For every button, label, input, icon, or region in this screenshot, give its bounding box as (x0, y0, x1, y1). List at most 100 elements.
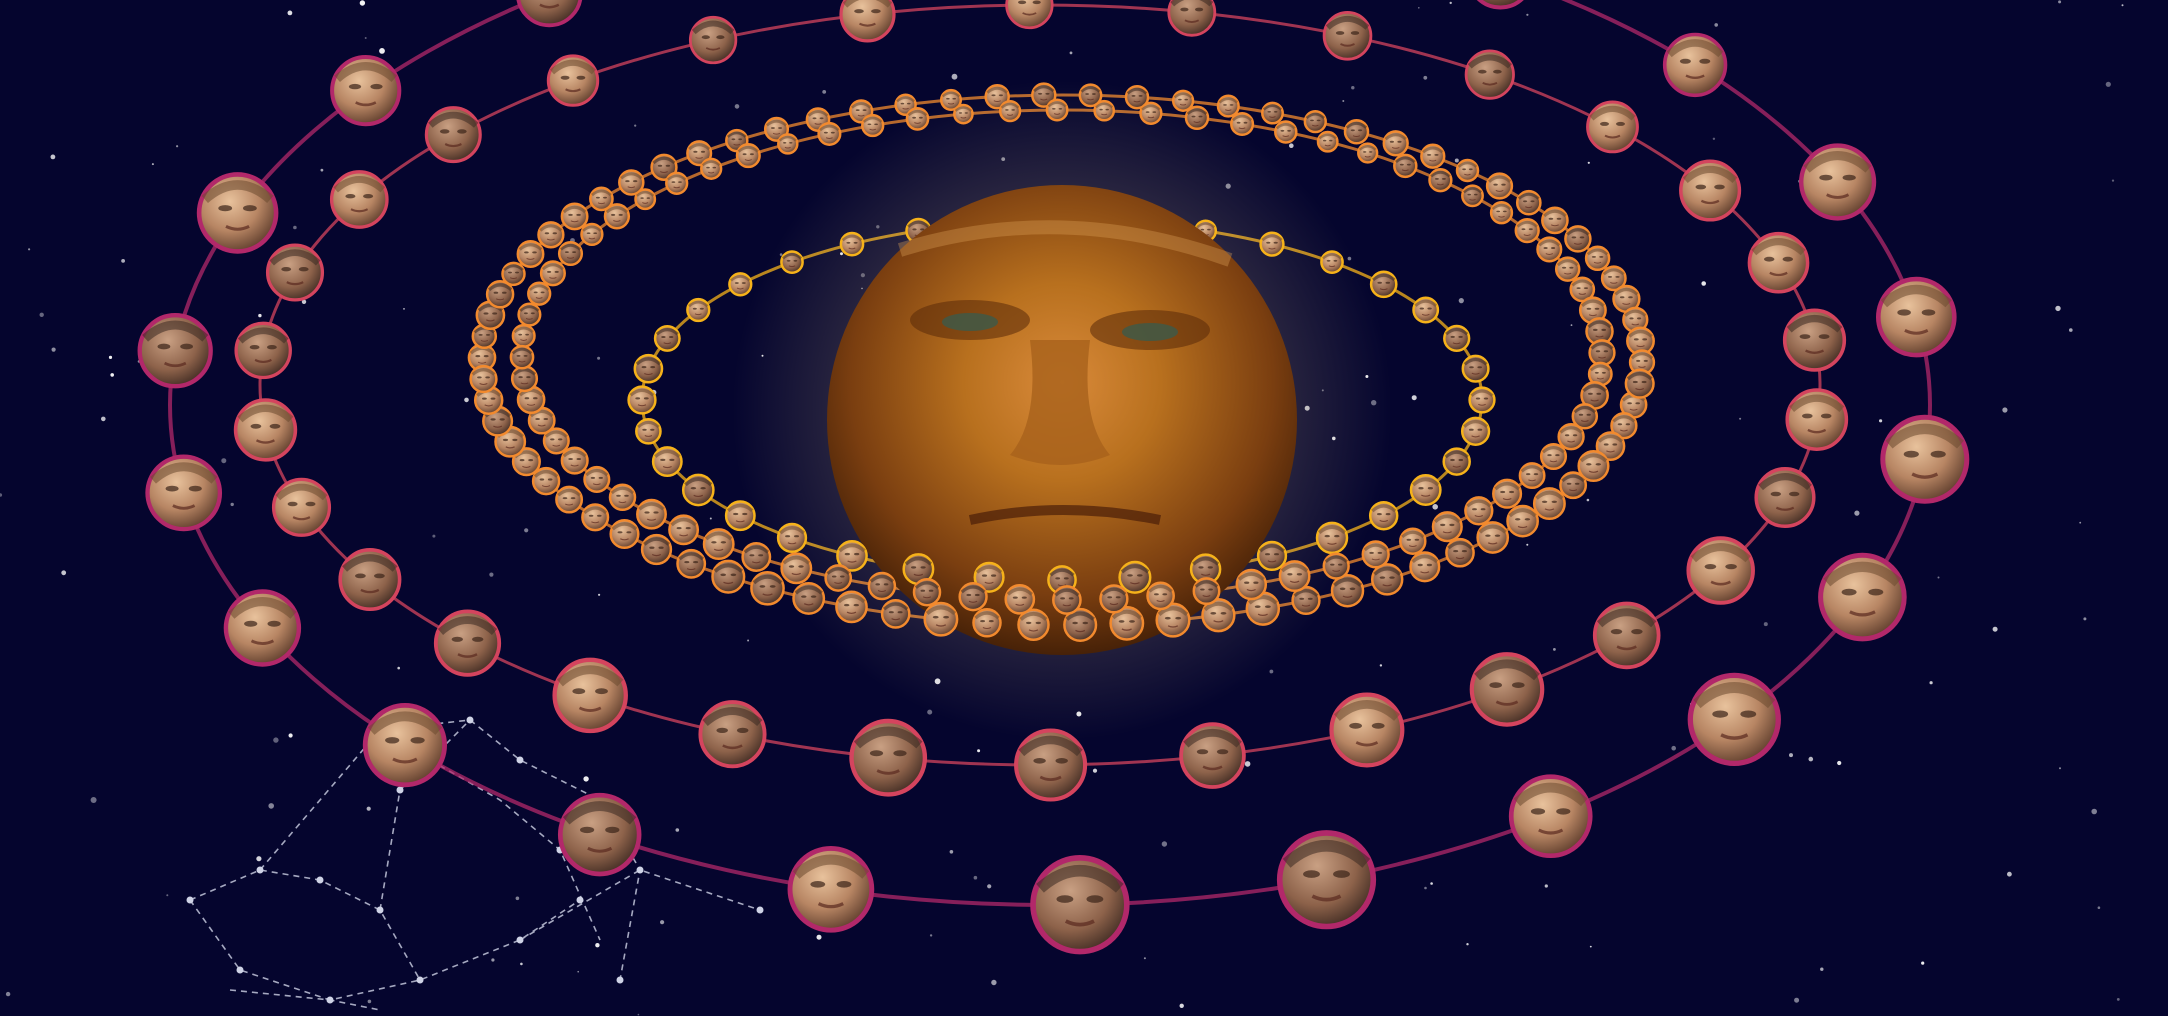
orbit-face-avatar (557, 792, 642, 877)
orbit-face-avatar (1610, 412, 1638, 440)
star (121, 259, 125, 263)
orbit-face-avatar (433, 609, 502, 677)
star (660, 920, 665, 925)
star (2083, 617, 2087, 621)
orbit-face-avatar (1274, 120, 1298, 144)
orbit-face-avatar (1179, 722, 1246, 789)
orbit-face-avatar (424, 106, 482, 164)
constellation-star (616, 976, 624, 984)
orbit-face-avatar (546, 54, 600, 107)
orbit-face-avatar (1662, 32, 1728, 98)
orbit-face-avatar (817, 121, 842, 146)
star (634, 124, 637, 127)
star (258, 313, 262, 318)
star (520, 962, 523, 966)
constellation-nodes (186, 716, 764, 1004)
star (822, 90, 827, 94)
orbit-face-avatar (469, 364, 498, 394)
orbit-face-avatar (583, 465, 611, 493)
orbit-face-avatar (1171, 89, 1195, 112)
star (1544, 884, 1548, 888)
orbit-face-avatar (362, 702, 447, 788)
star (816, 934, 822, 940)
orbit-face-avatar (1409, 474, 1442, 506)
star (1269, 669, 1274, 674)
star (1739, 417, 1742, 420)
orbit-face-avatar (1276, 830, 1377, 930)
orbit-face-avatar (589, 186, 614, 212)
orbit-face-avatar (1536, 236, 1563, 263)
star (675, 828, 680, 832)
orbit-face-avatar (984, 83, 1010, 110)
star (929, 934, 933, 937)
constellation-star (516, 936, 524, 944)
star (221, 458, 227, 464)
orbit-face-avatar (676, 548, 707, 579)
orbit-face-avatar (1564, 225, 1592, 253)
orbit-face-avatar (485, 280, 515, 309)
orbit-face-avatar (1586, 100, 1639, 154)
star (403, 308, 405, 310)
star (598, 593, 601, 596)
central-planet-face (827, 185, 1297, 655)
orbit-face-avatar (651, 446, 683, 478)
orbit-face-avatar (1045, 98, 1069, 122)
orbit-face-avatar (849, 718, 928, 797)
star (637, 1013, 640, 1016)
orbit-face-avatar (635, 417, 662, 445)
orbit-face-avatar (1382, 130, 1409, 157)
star (1244, 761, 1251, 767)
orbit-face-avatar (861, 113, 885, 138)
star (1526, 543, 1529, 546)
constellation-star (376, 906, 384, 914)
star (1289, 143, 1294, 148)
orbit-face-avatar (1464, 49, 1515, 100)
orbit-face-avatar (735, 143, 761, 169)
star (5, 991, 11, 997)
orbit-face-avatar (1455, 158, 1480, 183)
orbit-face-avatar (1461, 184, 1484, 208)
orbit-face-avatar (1052, 585, 1082, 615)
orbit-face-avatar (557, 240, 584, 267)
orbit-face-avatar (1343, 118, 1370, 145)
star (464, 397, 469, 403)
orbit-face-avatar (265, 243, 325, 302)
orbit-face-avatar (836, 540, 868, 572)
orbit-face-avatar (1679, 159, 1742, 222)
orbit-face-avatar (688, 15, 738, 65)
star (1570, 324, 1573, 326)
star (1423, 75, 1428, 80)
orbit-face-avatar (555, 485, 584, 514)
star (1937, 576, 1940, 579)
constellation-star (256, 866, 264, 874)
orbit-face-avatar (750, 570, 785, 606)
orbit-face-avatar (1322, 10, 1373, 61)
constellation-star (756, 906, 764, 914)
star (108, 355, 113, 359)
orbit-face-avatar (338, 547, 402, 611)
star (734, 104, 740, 109)
orbit-face-avatar (1557, 423, 1585, 451)
orbit-face-avatar (1409, 551, 1441, 583)
orbit-face-avatar (234, 321, 292, 380)
orbit-face-avatar (539, 260, 566, 287)
orbit-face-avatar (633, 353, 664, 384)
orbit-face-avatar (516, 240, 545, 268)
star (1808, 756, 1814, 762)
star (987, 884, 992, 889)
orbit-face-avatar (1584, 245, 1611, 272)
star (977, 749, 981, 753)
star (110, 373, 114, 377)
orbit-face-avatar (1686, 536, 1755, 605)
orbit-face-avatar (1124, 84, 1150, 110)
orbit-face-avatar (1559, 471, 1588, 500)
orbit-face-avatar (939, 88, 963, 111)
orbit-face-avatar (1492, 478, 1523, 509)
orbit-face-avatar (1461, 354, 1490, 383)
orbit-face-avatar (1880, 414, 1970, 504)
orbit-face-avatar (636, 498, 667, 530)
star (101, 416, 106, 422)
star (1712, 137, 1716, 140)
star (1379, 664, 1383, 667)
